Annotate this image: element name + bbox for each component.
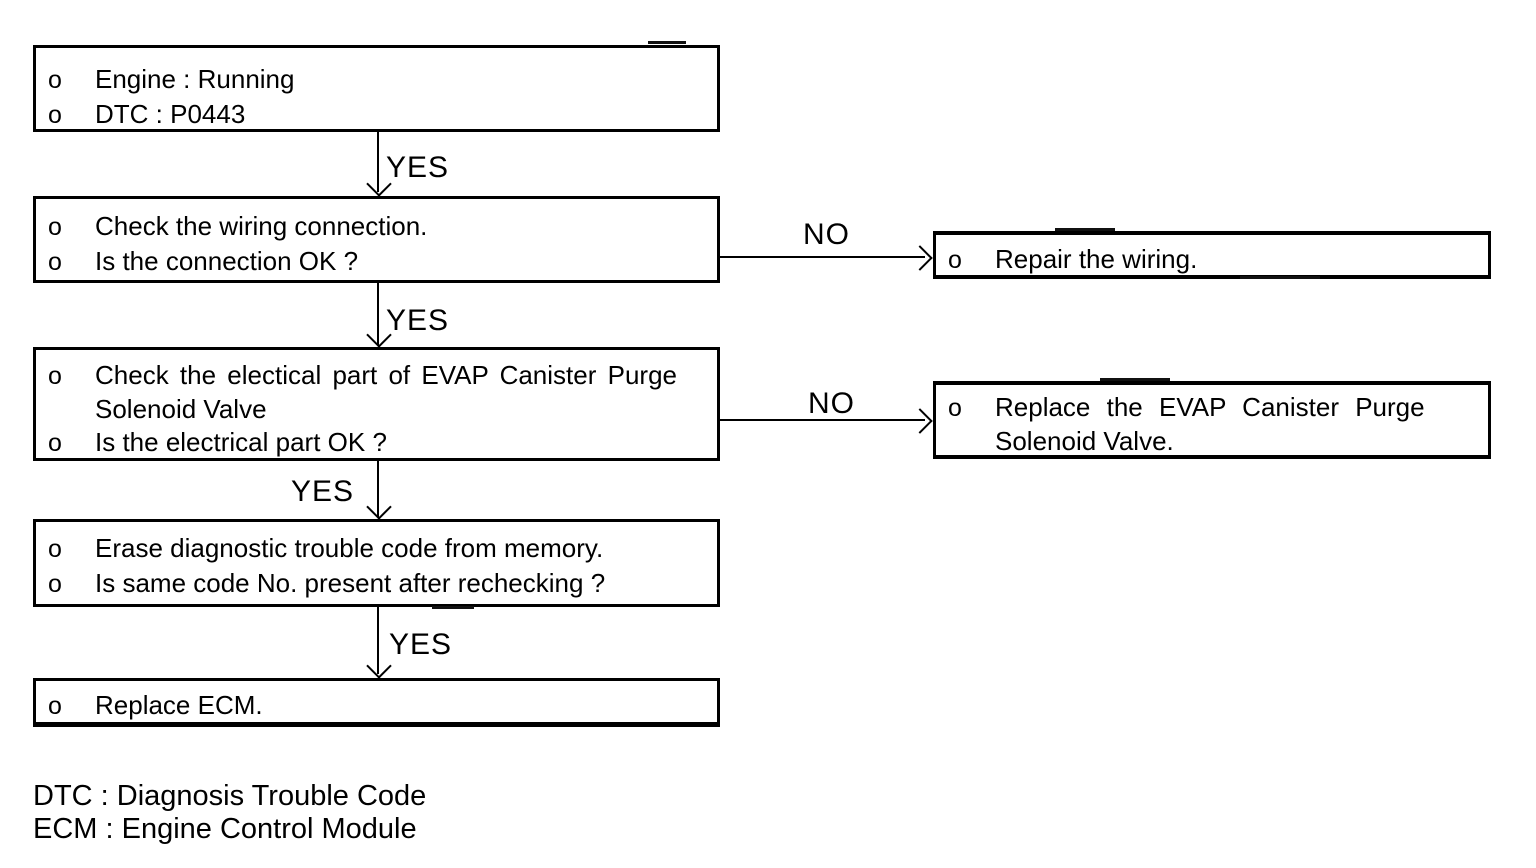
- replace-ecm-row-1: o Replace ECM.: [36, 688, 717, 723]
- connector-yes-4: [377, 607, 379, 674]
- yes-label-2: YES: [386, 304, 450, 337]
- yes-label-3: YES: [291, 475, 355, 508]
- replace-valve-line-2: Solenoid Valve.: [995, 426, 1174, 456]
- arrowhead-right-icon: [907, 408, 933, 434]
- check-electrical-row-2: Solenoid Valve: [36, 393, 717, 426]
- yes-label-4: YES: [389, 628, 453, 661]
- replace-valve-box: o Replace the EVAP Canister Purge Soleno…: [933, 381, 1491, 459]
- bullet: o: [48, 429, 62, 457]
- check-wiring-line-2: Is the connection OK ?: [95, 246, 359, 276]
- check-electrical-box: o Check the electical part of EVAP Canis…: [33, 347, 720, 461]
- check-electrical-line-1: Check the electical part of EVAP Caniste…: [95, 360, 677, 390]
- no-label-2: NO: [808, 387, 855, 420]
- erase-code-row-2: o Is same code No. present after recheck…: [36, 566, 717, 601]
- connector-yes-3: [377, 461, 379, 517]
- check-electrical-row-1: o Check the electical part of EVAP Canis…: [36, 359, 717, 393]
- bullet: o: [948, 246, 962, 274]
- legend: DTC : Diagnosis Trouble Code ECM : Engin…: [33, 780, 426, 846]
- check-electrical-row-3: o Is the electrical part OK ?: [36, 426, 717, 460]
- check-wiring-row-2: o Is the connection OK ?: [36, 244, 717, 279]
- scan-artifact: [1240, 276, 1320, 279]
- check-wiring-line-1: Check the wiring connection.: [95, 211, 428, 241]
- scan-artifact: [648, 41, 686, 44]
- replace-valve-row-1: o Replace the EVAP Canister Purge: [936, 391, 1488, 425]
- start-row-1: o Engine : Running: [36, 62, 717, 97]
- scan-artifact: [432, 606, 474, 609]
- yes-label-1: YES: [386, 151, 450, 184]
- arrowhead-down-icon: [366, 494, 392, 520]
- connector-yes-2: [377, 283, 379, 345]
- repair-wiring-line-1: Repair the wiring.: [995, 244, 1198, 274]
- replace-ecm-line-1: Replace ECM.: [95, 690, 263, 720]
- arrowhead-right-icon: [907, 245, 933, 271]
- bullet: o: [48, 248, 62, 276]
- arrowhead-down-icon: [366, 653, 392, 679]
- connector-yes-1: [377, 132, 379, 192]
- bullet: o: [48, 692, 62, 720]
- repair-wiring-row-1: o Repair the wiring.: [936, 242, 1488, 277]
- legend-line-2: ECM : Engine Control Module: [33, 813, 417, 845]
- replace-valve-row-2: Solenoid Valve.: [936, 425, 1488, 458]
- replace-valve-line-1: Replace the EVAP Canister Purge: [995, 392, 1425, 422]
- erase-code-box: o Erase diagnostic trouble code from mem…: [33, 519, 720, 607]
- repair-wiring-box: o Repair the wiring.: [933, 231, 1491, 279]
- bullet: o: [48, 213, 62, 241]
- connector-no-2: [720, 419, 925, 421]
- bullet: o: [48, 362, 62, 390]
- scan-artifact: [1055, 228, 1115, 231]
- start-row-2: o DTC : P0443: [36, 97, 717, 132]
- start-line-1: Engine : Running: [95, 64, 295, 94]
- check-electrical-line-3: Is the electrical part OK ?: [95, 427, 387, 457]
- bullet: o: [48, 66, 62, 94]
- bullet: o: [948, 394, 962, 422]
- check-electrical-line-2: Solenoid Valve: [95, 394, 267, 424]
- erase-code-line-2: Is same code No. present after recheckin…: [95, 568, 606, 598]
- check-wiring-row-1: o Check the wiring connection.: [36, 209, 717, 244]
- start-line-2: DTC : P0443: [95, 99, 246, 129]
- replace-ecm-box: o Replace ECM.: [33, 678, 720, 727]
- erase-code-row-1: o Erase diagnostic trouble code from mem…: [36, 531, 717, 566]
- legend-line-1: DTC : Diagnosis Trouble Code: [33, 780, 427, 812]
- bullet: o: [48, 101, 62, 129]
- bullet: o: [48, 535, 62, 563]
- scan-artifact: [1100, 378, 1170, 381]
- connector-no-1: [720, 256, 925, 258]
- bullet: o: [48, 570, 62, 598]
- check-wiring-box: o Check the wiring connection. o Is the …: [33, 196, 720, 283]
- start-box: o Engine : Running o DTC : P0443: [33, 45, 720, 132]
- no-label-1: NO: [803, 218, 850, 251]
- erase-code-line-1: Erase diagnostic trouble code from memor…: [95, 533, 604, 563]
